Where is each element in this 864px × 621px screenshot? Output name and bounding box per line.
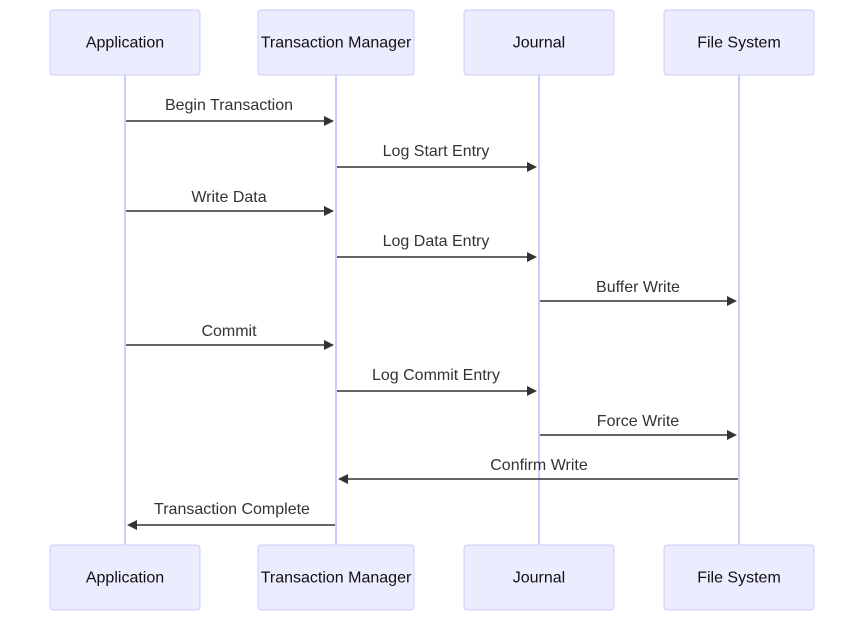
actor-label: Transaction Manager	[261, 570, 412, 587]
actors-top: Application Transaction Manager Journal …	[49, 9, 815, 76]
actor-box	[663, 544, 815, 611]
actor-box	[463, 544, 615, 611]
actors-bottom: Application Transaction Manager Journal …	[49, 544, 815, 611]
arrowhead-right	[527, 162, 537, 172]
actor-label: File System	[697, 35, 781, 52]
actor-box	[463, 9, 615, 76]
arrowhead-right	[527, 252, 537, 262]
message-confirm-write: Confirm Write	[338, 457, 738, 484]
messages: Begin Transaction Log Start Entry Write …	[126, 97, 738, 530]
message-label: Begin Transaction	[165, 97, 293, 114]
lifelines	[124, 75, 740, 545]
message-label: Commit	[201, 323, 257, 340]
actor-journal-top: Journal	[463, 9, 615, 76]
message-commit: Commit	[126, 323, 334, 350]
message-label: Log Data Entry	[383, 233, 490, 250]
message-log-commit-entry: Log Commit Entry	[337, 367, 537, 396]
actor-transaction-manager-top: Transaction Manager	[257, 9, 415, 76]
actor-application-top: Application	[49, 9, 201, 76]
message-label: Buffer Write	[596, 279, 680, 296]
actor-label: Journal	[513, 35, 565, 52]
message-buffer-write: Buffer Write	[540, 279, 737, 306]
message-label: Confirm Write	[490, 457, 588, 474]
message-label: Log Start Entry	[383, 143, 490, 160]
message-label: Write Data	[191, 189, 266, 206]
arrowhead-right	[324, 340, 334, 350]
arrowhead-right	[727, 430, 737, 440]
arrowhead-left	[127, 520, 137, 530]
message-label: Log Commit Entry	[372, 367, 500, 384]
actor-box	[49, 544, 201, 611]
arrowhead-right	[324, 116, 334, 126]
message-write-data: Write Data	[126, 189, 334, 216]
message-label: Force Write	[597, 413, 679, 430]
arrowhead-right	[527, 386, 537, 396]
actor-file-system-top: File System	[663, 9, 815, 76]
arrowhead-right	[324, 206, 334, 216]
actor-label: Journal	[513, 570, 565, 587]
actor-journal-bottom: Journal	[463, 544, 615, 611]
actor-label: Application	[86, 35, 164, 52]
actor-file-system-bottom: File System	[663, 544, 815, 611]
message-transaction-complete: Transaction Complete	[127, 501, 335, 530]
actor-transaction-manager-bottom: Transaction Manager	[257, 544, 415, 611]
message-force-write: Force Write	[540, 413, 737, 440]
arrowhead-left	[338, 474, 348, 484]
actor-application-bottom: Application	[49, 544, 201, 611]
message-label: Transaction Complete	[154, 501, 310, 518]
arrowhead-right	[727, 296, 737, 306]
actor-label: Application	[86, 570, 164, 587]
message-log-data-entry: Log Data Entry	[337, 233, 537, 262]
message-log-start-entry: Log Start Entry	[337, 143, 537, 172]
actor-box	[49, 9, 201, 76]
actor-label: Transaction Manager	[261, 35, 412, 52]
message-begin-transaction: Begin Transaction	[126, 97, 334, 126]
actor-box	[663, 9, 815, 76]
actor-label: File System	[697, 570, 781, 587]
actor-box	[257, 9, 415, 76]
actor-box	[257, 544, 415, 611]
